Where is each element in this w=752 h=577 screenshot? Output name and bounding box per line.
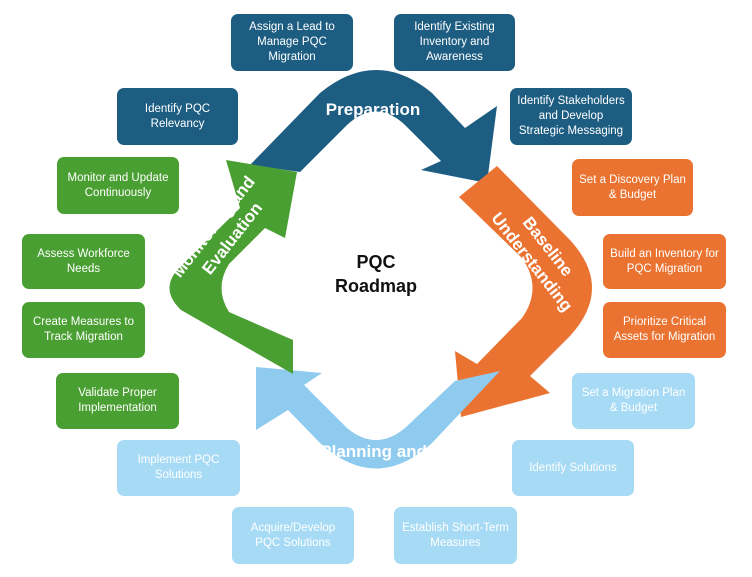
step-validate: Validate Proper Implementation xyxy=(56,373,179,429)
step-acquire-develop: Acquire/Develop PQC Solutions xyxy=(232,507,354,564)
planning-label-line2: Execution xyxy=(335,464,416,483)
step-identify-inventory: Identify Existing Inventory and Awarenes… xyxy=(394,14,515,71)
planning-label-line1: Planning and xyxy=(320,442,427,461)
step-build-inventory: Build an Inventory for PQC Migration xyxy=(603,234,726,289)
step-create-measures: Create Measures to Track Migration xyxy=(22,302,145,358)
step-implement: Implement PQC Solutions xyxy=(117,440,240,496)
center-title-line1: PQC xyxy=(356,252,396,272)
step-assess-workforce: Assess Workforce Needs xyxy=(22,234,145,289)
baseline-arrow xyxy=(455,166,592,417)
planning-arrow xyxy=(256,367,500,469)
step-identify-solutions: Identify Solutions xyxy=(512,440,634,496)
step-monitor-update: Monitor and Update Continuously xyxy=(57,157,179,214)
step-discovery-plan: Set a Discovery Plan & Budget xyxy=(572,159,693,216)
center-title: PQC Roadmap xyxy=(300,250,452,298)
step-identify-relevancy: Identify PQC Relevancy xyxy=(117,88,238,145)
planning-label: Planning and Execution xyxy=(320,442,431,483)
step-prioritize-assets: Prioritize Critical Assets for Migration xyxy=(603,302,726,358)
monitoring-arrow xyxy=(169,160,297,374)
step-migration-plan: Set a Migration Plan & Budget xyxy=(572,373,695,429)
step-identify-stakeholders: Identify Stakeholders and Develop Strate… xyxy=(510,88,632,145)
preparation-arrow xyxy=(250,70,497,183)
step-short-term-measures: Establish Short-Term Measures xyxy=(394,507,517,564)
center-title-line2: Roadmap xyxy=(334,276,417,296)
step-assign-lead: Assign a Lead to Manage PQC Migration xyxy=(231,14,353,71)
preparation-label: Preparation xyxy=(326,100,420,119)
